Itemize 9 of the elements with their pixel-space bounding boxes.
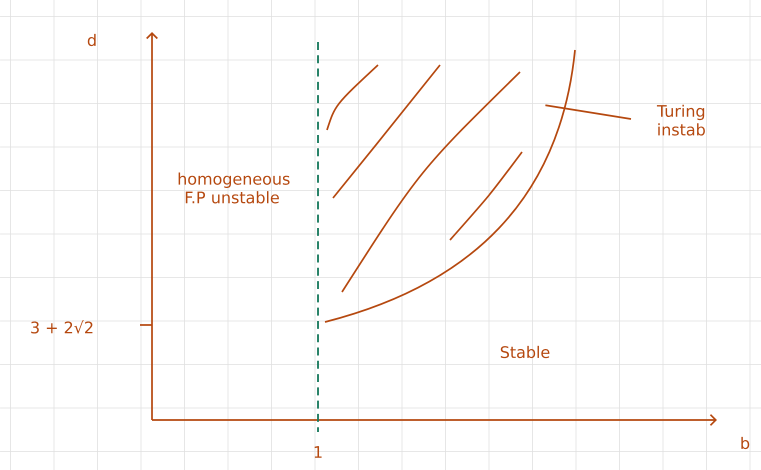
axis-label: d <box>88 34 96 46</box>
region-label: Stable <box>500 346 550 358</box>
axis-label: b <box>741 436 750 450</box>
region-label: Turing instab <box>656 104 705 136</box>
region-label: homogeneous F.P unstable <box>178 172 290 204</box>
tick-label: 1 <box>314 446 322 458</box>
stability-curve <box>324 50 576 323</box>
formula-label: 3 + 2√2 <box>31 320 92 334</box>
leader-line <box>545 104 632 120</box>
